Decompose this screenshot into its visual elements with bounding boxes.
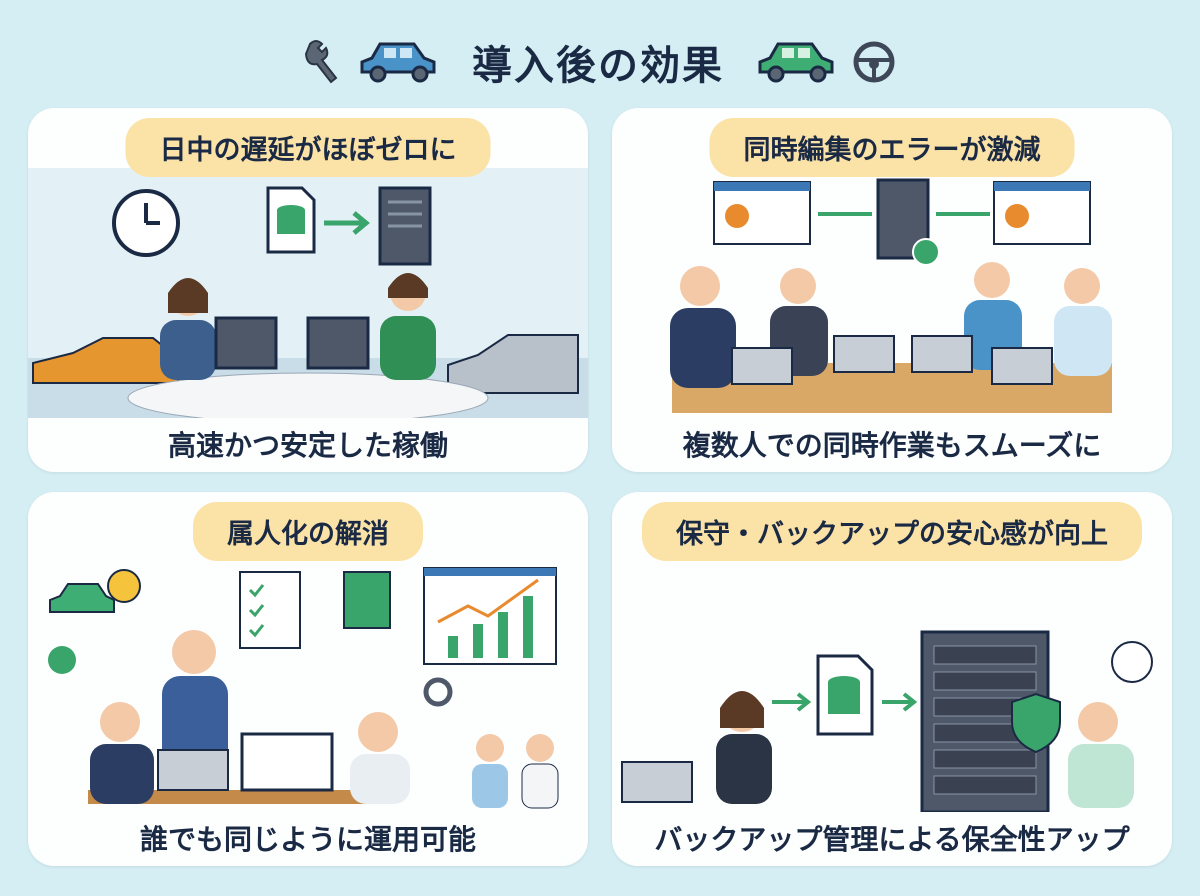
laptop xyxy=(157,749,229,791)
server-icon xyxy=(876,178,940,266)
office-speed-illustration xyxy=(28,168,588,418)
card-knowledge-sharing: 属人化の解消 誰でも同じように運用可能 xyxy=(28,492,588,866)
green-car-icon xyxy=(49,583,115,613)
people xyxy=(670,262,1112,388)
card-caption: 誰でも同じように運用可能 xyxy=(139,823,476,856)
steering-wheel-icon xyxy=(853,41,895,83)
header: 導入後の効果 xyxy=(0,30,1200,94)
arrow-icon xyxy=(324,211,370,235)
blue-car-icon xyxy=(360,42,436,83)
thumbs-up-icon xyxy=(1111,641,1153,683)
green-car-icon xyxy=(758,42,834,83)
backup-illustration xyxy=(621,630,1153,812)
monitor xyxy=(306,316,370,370)
spreadsheet-window xyxy=(993,181,1091,245)
card-daytime-latency: 日中の遅延がほぼゼロに 高速かつ安定した稼働 xyxy=(28,108,588,472)
database-file-icon xyxy=(266,186,316,254)
staff-woman-green xyxy=(380,273,436,380)
server-rack xyxy=(920,630,1050,812)
smiley-icon xyxy=(107,569,141,603)
wrench-icon xyxy=(304,40,338,84)
card-heading: 属人化の解消 xyxy=(193,502,423,561)
card-heading: 保守・バックアップの安心感が向上 xyxy=(642,502,1142,561)
staff-woman-blue xyxy=(160,278,216,380)
card-backup-security: 保守・バックアップの安心感が向上 バックアップ管理による保全性アップ xyxy=(612,492,1172,866)
card-caption: バックアップ管理による保全性アップ xyxy=(654,823,1130,856)
monitor xyxy=(214,316,278,370)
database-file-icon xyxy=(816,654,874,736)
arrow-icon xyxy=(772,692,812,712)
handover-illustration xyxy=(48,567,559,809)
card-caption: 複数人での同時作業もスムーズに xyxy=(682,429,1102,462)
arrow-icon xyxy=(882,692,918,712)
card-simultaneous-editing: 同時編集のエラーが激減 複数人での同時作業もスムーズに xyxy=(612,108,1172,472)
card-heading: 日中の遅延がほぼゼロに xyxy=(125,118,491,177)
growth-chart xyxy=(423,567,557,665)
woman-at-laptop xyxy=(621,691,772,804)
team-collaboration-illustration xyxy=(670,178,1112,413)
laptop-screen xyxy=(240,732,334,792)
notebook-icon xyxy=(343,571,391,629)
gear-icon xyxy=(423,677,453,707)
spreadsheet-window xyxy=(713,181,811,245)
card-heading: 同時編集のエラーが激減 xyxy=(709,118,1075,177)
page-title: 導入後の効果 xyxy=(472,43,724,89)
silver-car xyxy=(447,334,579,394)
card-caption: 高速かつ安定した稼働 xyxy=(167,429,448,462)
server-icon xyxy=(378,186,432,266)
check-icon xyxy=(48,646,76,674)
checklist-document xyxy=(239,571,301,649)
laptops xyxy=(731,335,1053,385)
table xyxy=(88,790,378,804)
shield-lock-icon xyxy=(1011,692,1061,754)
clock-icon xyxy=(112,189,180,257)
man-cheering xyxy=(1068,702,1134,808)
